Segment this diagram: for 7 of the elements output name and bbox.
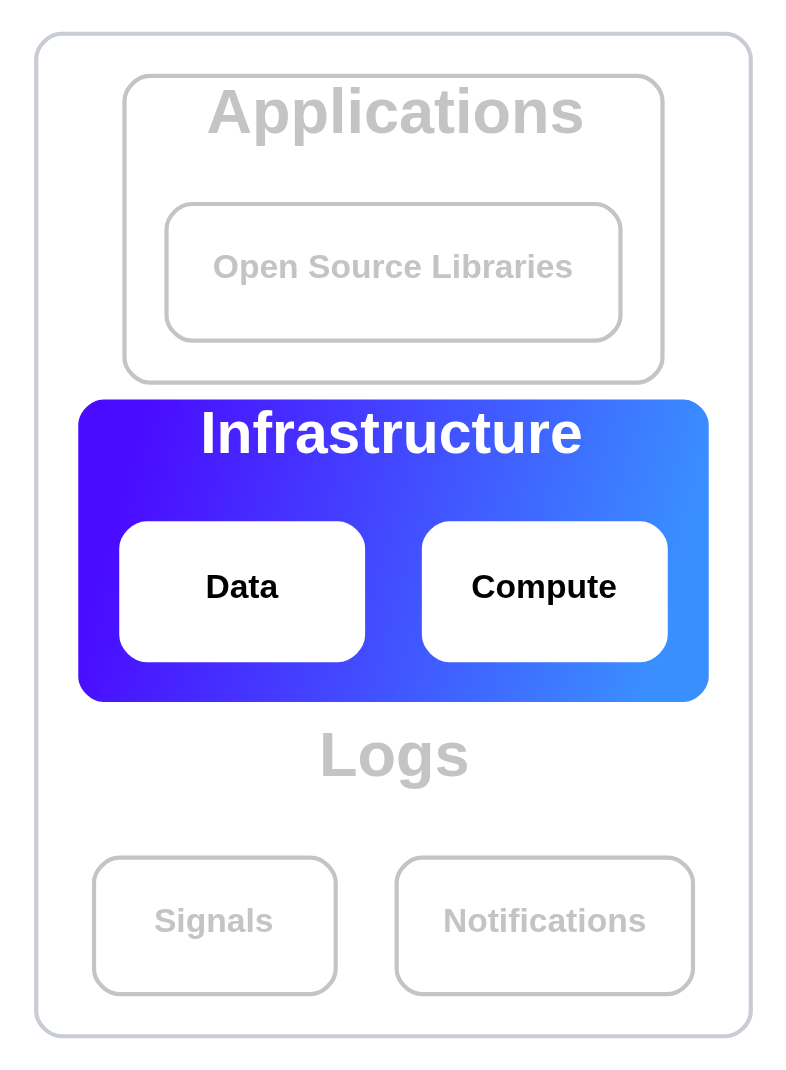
cluster [33,31,753,1039]
node-box: Compute [421,521,668,663]
node-box: Signals [91,855,338,997]
node-box: Data [118,521,365,663]
label: Logs [318,718,469,789]
node-box: Notifications [394,855,695,997]
node-box: Open Source Libraries [163,201,623,343]
